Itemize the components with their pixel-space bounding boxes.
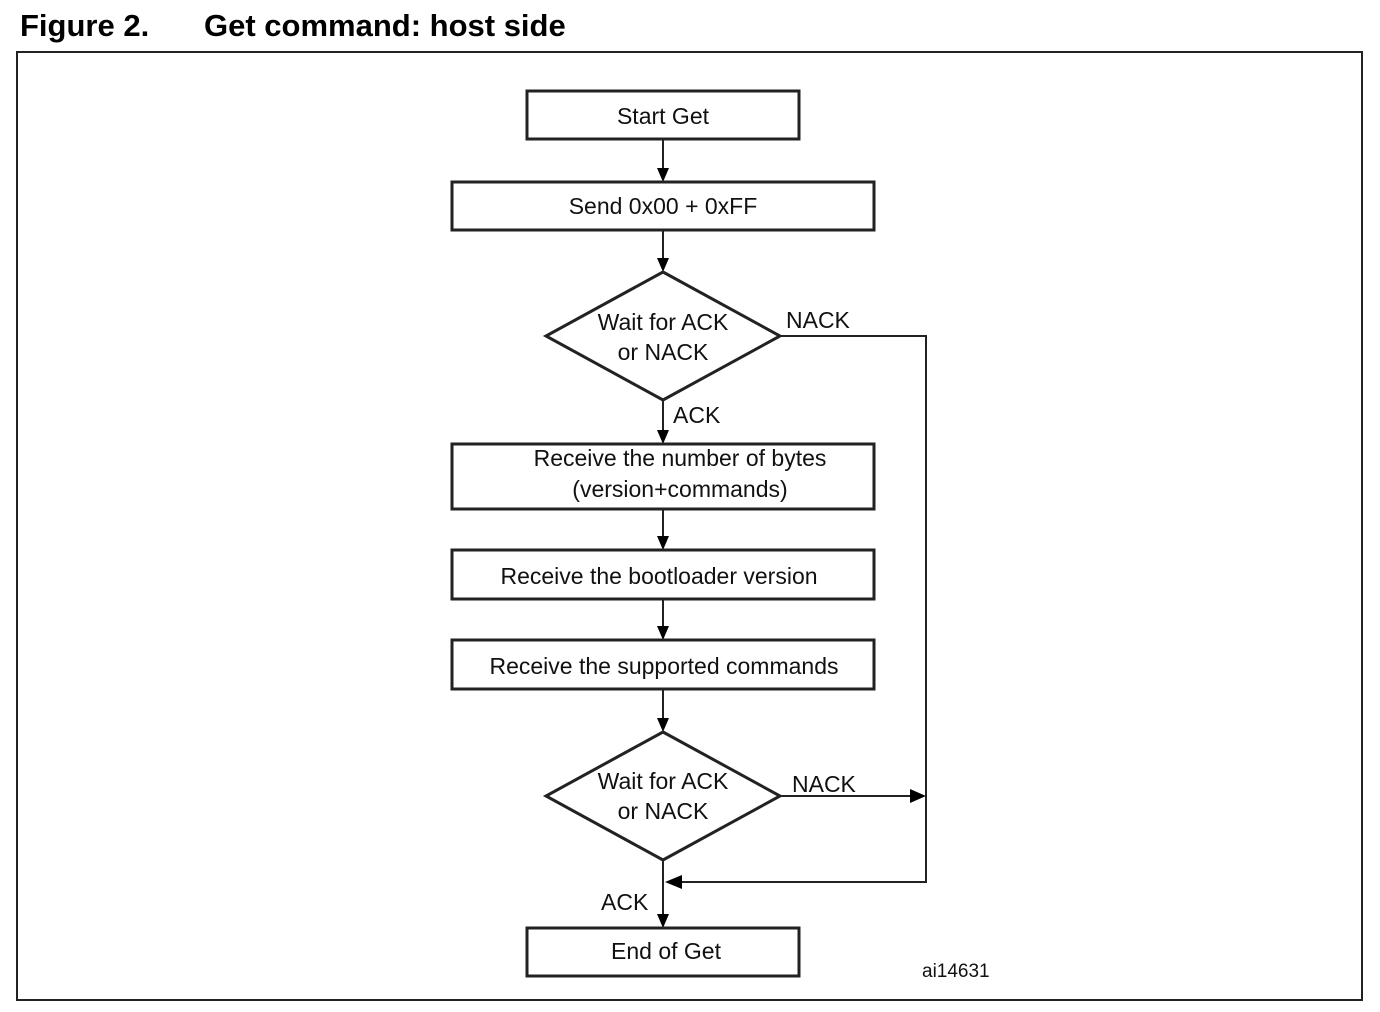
wait1-label-line2: or NACK	[618, 339, 709, 365]
receive-bytes-node: Receive the number of bytes (version+com…	[450, 442, 876, 511]
arrowhead-end	[657, 914, 669, 928]
arrowhead-wait2	[657, 718, 669, 732]
wait-decision-2: Wait for ACK or NACK	[542, 730, 784, 862]
wait2-label-line1: Wait for ACK	[598, 768, 729, 794]
figure-frame	[16, 51, 1363, 1001]
arrowhead-send	[657, 168, 669, 182]
nack-label-2: NACK	[792, 771, 857, 797]
receive-commands-node: Receive the supported commands	[450, 638, 876, 691]
figure-title: Get command: host side	[204, 8, 566, 43]
ack-label-1: ACK	[673, 402, 721, 428]
receive-commands-label: Receive the supported commands	[489, 653, 838, 679]
nack-label-1: NACK	[786, 307, 851, 333]
wait2-label-line2: or NACK	[618, 798, 709, 824]
connectors	[657, 140, 927, 928]
wait1-label-line1: Wait for ACK	[598, 309, 729, 335]
arrowhead-receive-bytes	[657, 430, 669, 444]
arrowhead-nack-return	[665, 875, 682, 889]
figure-number: Figure 2.	[20, 8, 150, 43]
receive-version-node: Receive the bootloader version	[450, 548, 876, 601]
arrowhead-version	[657, 536, 669, 550]
arrowhead-wait1	[657, 258, 669, 272]
arrowhead-nack-2	[910, 789, 926, 803]
start-label: Start Get	[617, 103, 710, 129]
send-label: Send 0x00 + 0xFF	[569, 193, 758, 219]
send-node: Send 0x00 + 0xFF	[450, 180, 876, 232]
ack-label-2: ACK	[601, 889, 649, 915]
end-node: End of Get	[525, 926, 801, 978]
receive-version-label: Receive the bootloader version	[500, 563, 817, 589]
figure-reference: ai14631	[922, 961, 990, 982]
arrowhead-commands	[657, 626, 669, 640]
start-node: Start Get	[525, 89, 801, 141]
receive-bytes-label-line1: Receive the number of bytes	[534, 445, 827, 471]
connector-nack-branch-1	[680, 335, 927, 883]
end-label: End of Get	[611, 938, 722, 964]
wait-decision-1: Wait for ACK or NACK	[542, 270, 784, 402]
receive-bytes-label-line2: (version+commands)	[572, 476, 787, 502]
